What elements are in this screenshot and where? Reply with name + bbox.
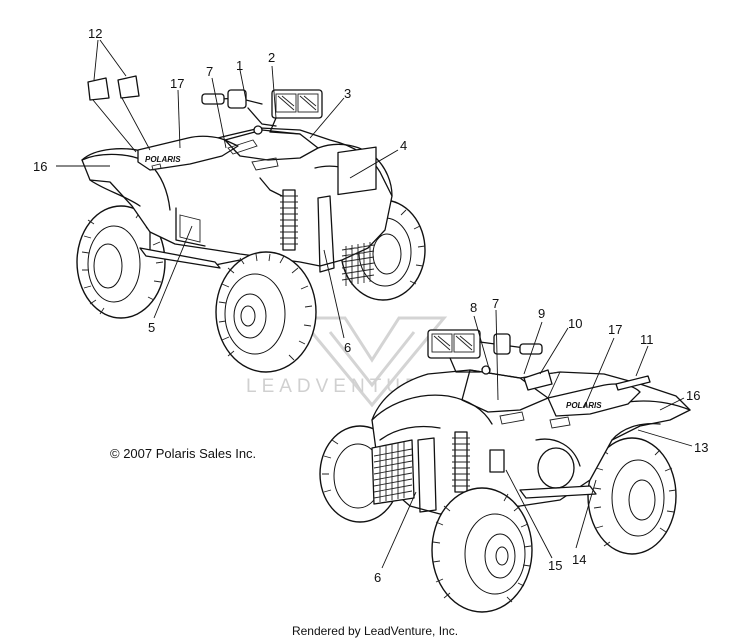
callouts: 12 17 7 1 2 3 4 16 5 6 8 7 9 10 17 11 16… (33, 26, 708, 585)
copyright-text: © 2007 Polaris Sales Inc. (110, 446, 257, 461)
callout-3: 3 (344, 86, 351, 101)
rear-left-wheel (76, 205, 166, 319)
callout-14: 14 (572, 552, 586, 567)
callout-17b: 17 (608, 322, 622, 337)
callout-1: 1 (236, 58, 243, 73)
atv-top-view: POLARIS (76, 75, 426, 373)
callout-8: 8 (470, 300, 477, 315)
bottom-shock (452, 431, 470, 493)
top-grill (341, 242, 375, 286)
callout-4: 4 (400, 138, 407, 153)
top-shock (280, 189, 298, 251)
leader-lines (56, 39, 693, 569)
decal-11 (615, 375, 651, 391)
footer-text: Rendered by LeadVenture, Inc. (291, 624, 459, 638)
callout-7: 7 (206, 64, 213, 79)
callout-7b: 7 (492, 296, 499, 311)
callout-6b: 6 (374, 570, 381, 585)
front-left-wheel (215, 251, 317, 373)
callout-5: 5 (148, 320, 155, 335)
callout-17: 17 (170, 76, 184, 91)
top-handlebar-pod (201, 89, 323, 135)
callout-15: 15 (548, 558, 562, 573)
callout-16: 16 (33, 159, 47, 174)
callout-10: 10 (568, 316, 582, 331)
seat-decal-text-bottom: POLARIS (566, 401, 602, 410)
decal-10 (523, 369, 553, 391)
bottom-grill (371, 439, 415, 505)
watermark: LEADVENTURE (246, 316, 448, 408)
watermark-logo-icon (296, 316, 448, 408)
watermark-text: LEADVENTURE (246, 376, 441, 397)
callout-11: 11 (640, 332, 654, 347)
atv-bottom-body: POLARIS (371, 369, 691, 515)
decal-12-pieces (87, 75, 140, 101)
callout-6: 6 (344, 340, 351, 355)
atv-bottom-view: POLARIS (319, 329, 691, 613)
atv-top-body: POLARIS (81, 127, 393, 286)
callout-13: 13 (694, 440, 708, 455)
callout-2: 2 (268, 50, 275, 65)
callout-12: 12 (88, 26, 102, 41)
rear-wheel-bottom (587, 437, 677, 555)
bottom-handlebar-pod (427, 329, 543, 375)
callout-9: 9 (538, 306, 545, 321)
front-left-wheel-bottom (431, 487, 533, 613)
callout-16b: 16 (686, 388, 700, 403)
seat-decal-text: POLARIS (145, 155, 181, 164)
